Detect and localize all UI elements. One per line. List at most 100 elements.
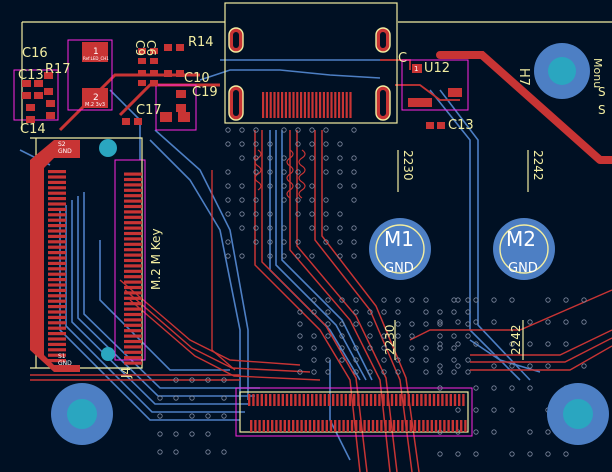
via — [527, 451, 533, 457]
ref-c6: C6 — [144, 40, 158, 56]
via — [309, 141, 315, 147]
via — [337, 225, 343, 231]
m2-pad-left — [48, 186, 66, 190]
via — [423, 357, 429, 363]
via — [281, 225, 287, 231]
m2-pad-left — [48, 218, 66, 222]
usb-c-pin — [284, 92, 287, 118]
bottom-connector-pin-top — [281, 394, 284, 406]
usb-c-pin — [322, 92, 325, 118]
bottom-connector-pin-top — [344, 394, 347, 406]
m2-pad-left — [48, 202, 66, 206]
via — [311, 357, 317, 363]
via — [509, 363, 515, 369]
via — [281, 239, 287, 245]
via — [325, 297, 331, 303]
via — [157, 413, 163, 419]
m2-standoff-m1[interactable] — [369, 218, 431, 280]
via — [491, 363, 497, 369]
via — [221, 449, 227, 455]
via — [173, 449, 179, 455]
via — [465, 297, 471, 303]
bottom-connector-pin-top — [336, 394, 339, 406]
via — [239, 225, 245, 231]
m2-pad-right — [124, 339, 142, 344]
via — [451, 369, 457, 375]
m2-pad-right — [124, 194, 142, 198]
bottom-connector-pin-bottom — [413, 420, 417, 432]
bottom-connector-pin-bottom — [338, 420, 341, 432]
m2-standoff-m2[interactable] — [493, 218, 555, 280]
bottom-connector-pin-bottom — [455, 420, 459, 432]
via — [309, 183, 315, 189]
via — [325, 309, 331, 315]
via — [473, 319, 479, 325]
bottom-connector-pin-bottom — [262, 420, 265, 432]
bottom-connector-pin-top — [437, 394, 440, 406]
via — [239, 253, 245, 259]
mounting-hole-bottom-right[interactable] — [547, 383, 609, 445]
bottom-connector-pin-bottom — [397, 420, 400, 432]
bottom-connector-pin-top — [403, 394, 406, 406]
bottom-connector-pin-top — [382, 394, 385, 406]
bottom-connector-pin-bottom — [254, 420, 257, 432]
via — [239, 211, 245, 217]
via — [381, 309, 387, 315]
bottom-connector-pin-top — [252, 394, 255, 406]
via — [205, 413, 211, 419]
ref-c13-right: C13 — [448, 118, 474, 133]
via — [455, 297, 461, 303]
bottom-connector-pin-top — [315, 394, 318, 406]
via — [339, 333, 345, 339]
m2-pad-right — [124, 188, 142, 192]
via — [239, 183, 245, 189]
bottom-connector-pin-top — [462, 394, 465, 406]
usb-c-connector-pads — [262, 92, 352, 118]
bottom-connector-pin-bottom — [296, 420, 299, 432]
bottom-connector-pin-bottom — [350, 420, 354, 432]
via — [353, 345, 359, 351]
bottom-connector-pin-top — [302, 394, 305, 406]
m2-connector-pads — [48, 170, 142, 365]
m2-pad-left — [48, 245, 66, 249]
m2-pad-left — [48, 332, 66, 336]
m2-pad-left — [48, 359, 66, 363]
via — [381, 333, 387, 339]
via — [437, 341, 443, 347]
via — [297, 369, 303, 375]
via — [225, 239, 231, 245]
edge-text-3: S — [598, 103, 606, 117]
via — [509, 341, 515, 347]
via — [221, 413, 227, 419]
m2-pad-left — [48, 272, 66, 276]
ref-r14: R14 — [188, 35, 214, 50]
mounting-hole-bottom-left[interactable] — [51, 383, 113, 445]
mounting-hole-h7[interactable] — [534, 43, 590, 99]
bottom-connector-pin-top — [369, 394, 373, 406]
via — [339, 321, 345, 327]
via — [581, 363, 587, 369]
m2-pad-left — [48, 353, 66, 357]
m2-connector-body — [30, 140, 80, 372]
m2-pad-left — [48, 197, 66, 201]
via — [225, 197, 231, 203]
via — [309, 197, 315, 203]
via — [281, 169, 287, 175]
bottom-connector-pin-bottom — [376, 420, 379, 432]
size-2230-bottom: 2230 — [383, 324, 397, 355]
m2-pad-right — [124, 215, 142, 219]
usb-c-pin — [269, 92, 272, 118]
m2-pad-left — [48, 305, 66, 309]
bottom-connector-pin-bottom — [325, 420, 328, 432]
via — [295, 211, 301, 217]
m2-pad-right — [124, 248, 142, 252]
m2-pad-right — [124, 291, 142, 295]
bottom-connector-pin-bottom — [434, 420, 438, 432]
m2-pad-right — [124, 253, 142, 257]
via — [381, 345, 387, 351]
connector-pin-gnd-bottom: GND — [58, 360, 72, 367]
bottom-connector-pin-bottom — [359, 420, 362, 432]
via — [157, 449, 163, 455]
